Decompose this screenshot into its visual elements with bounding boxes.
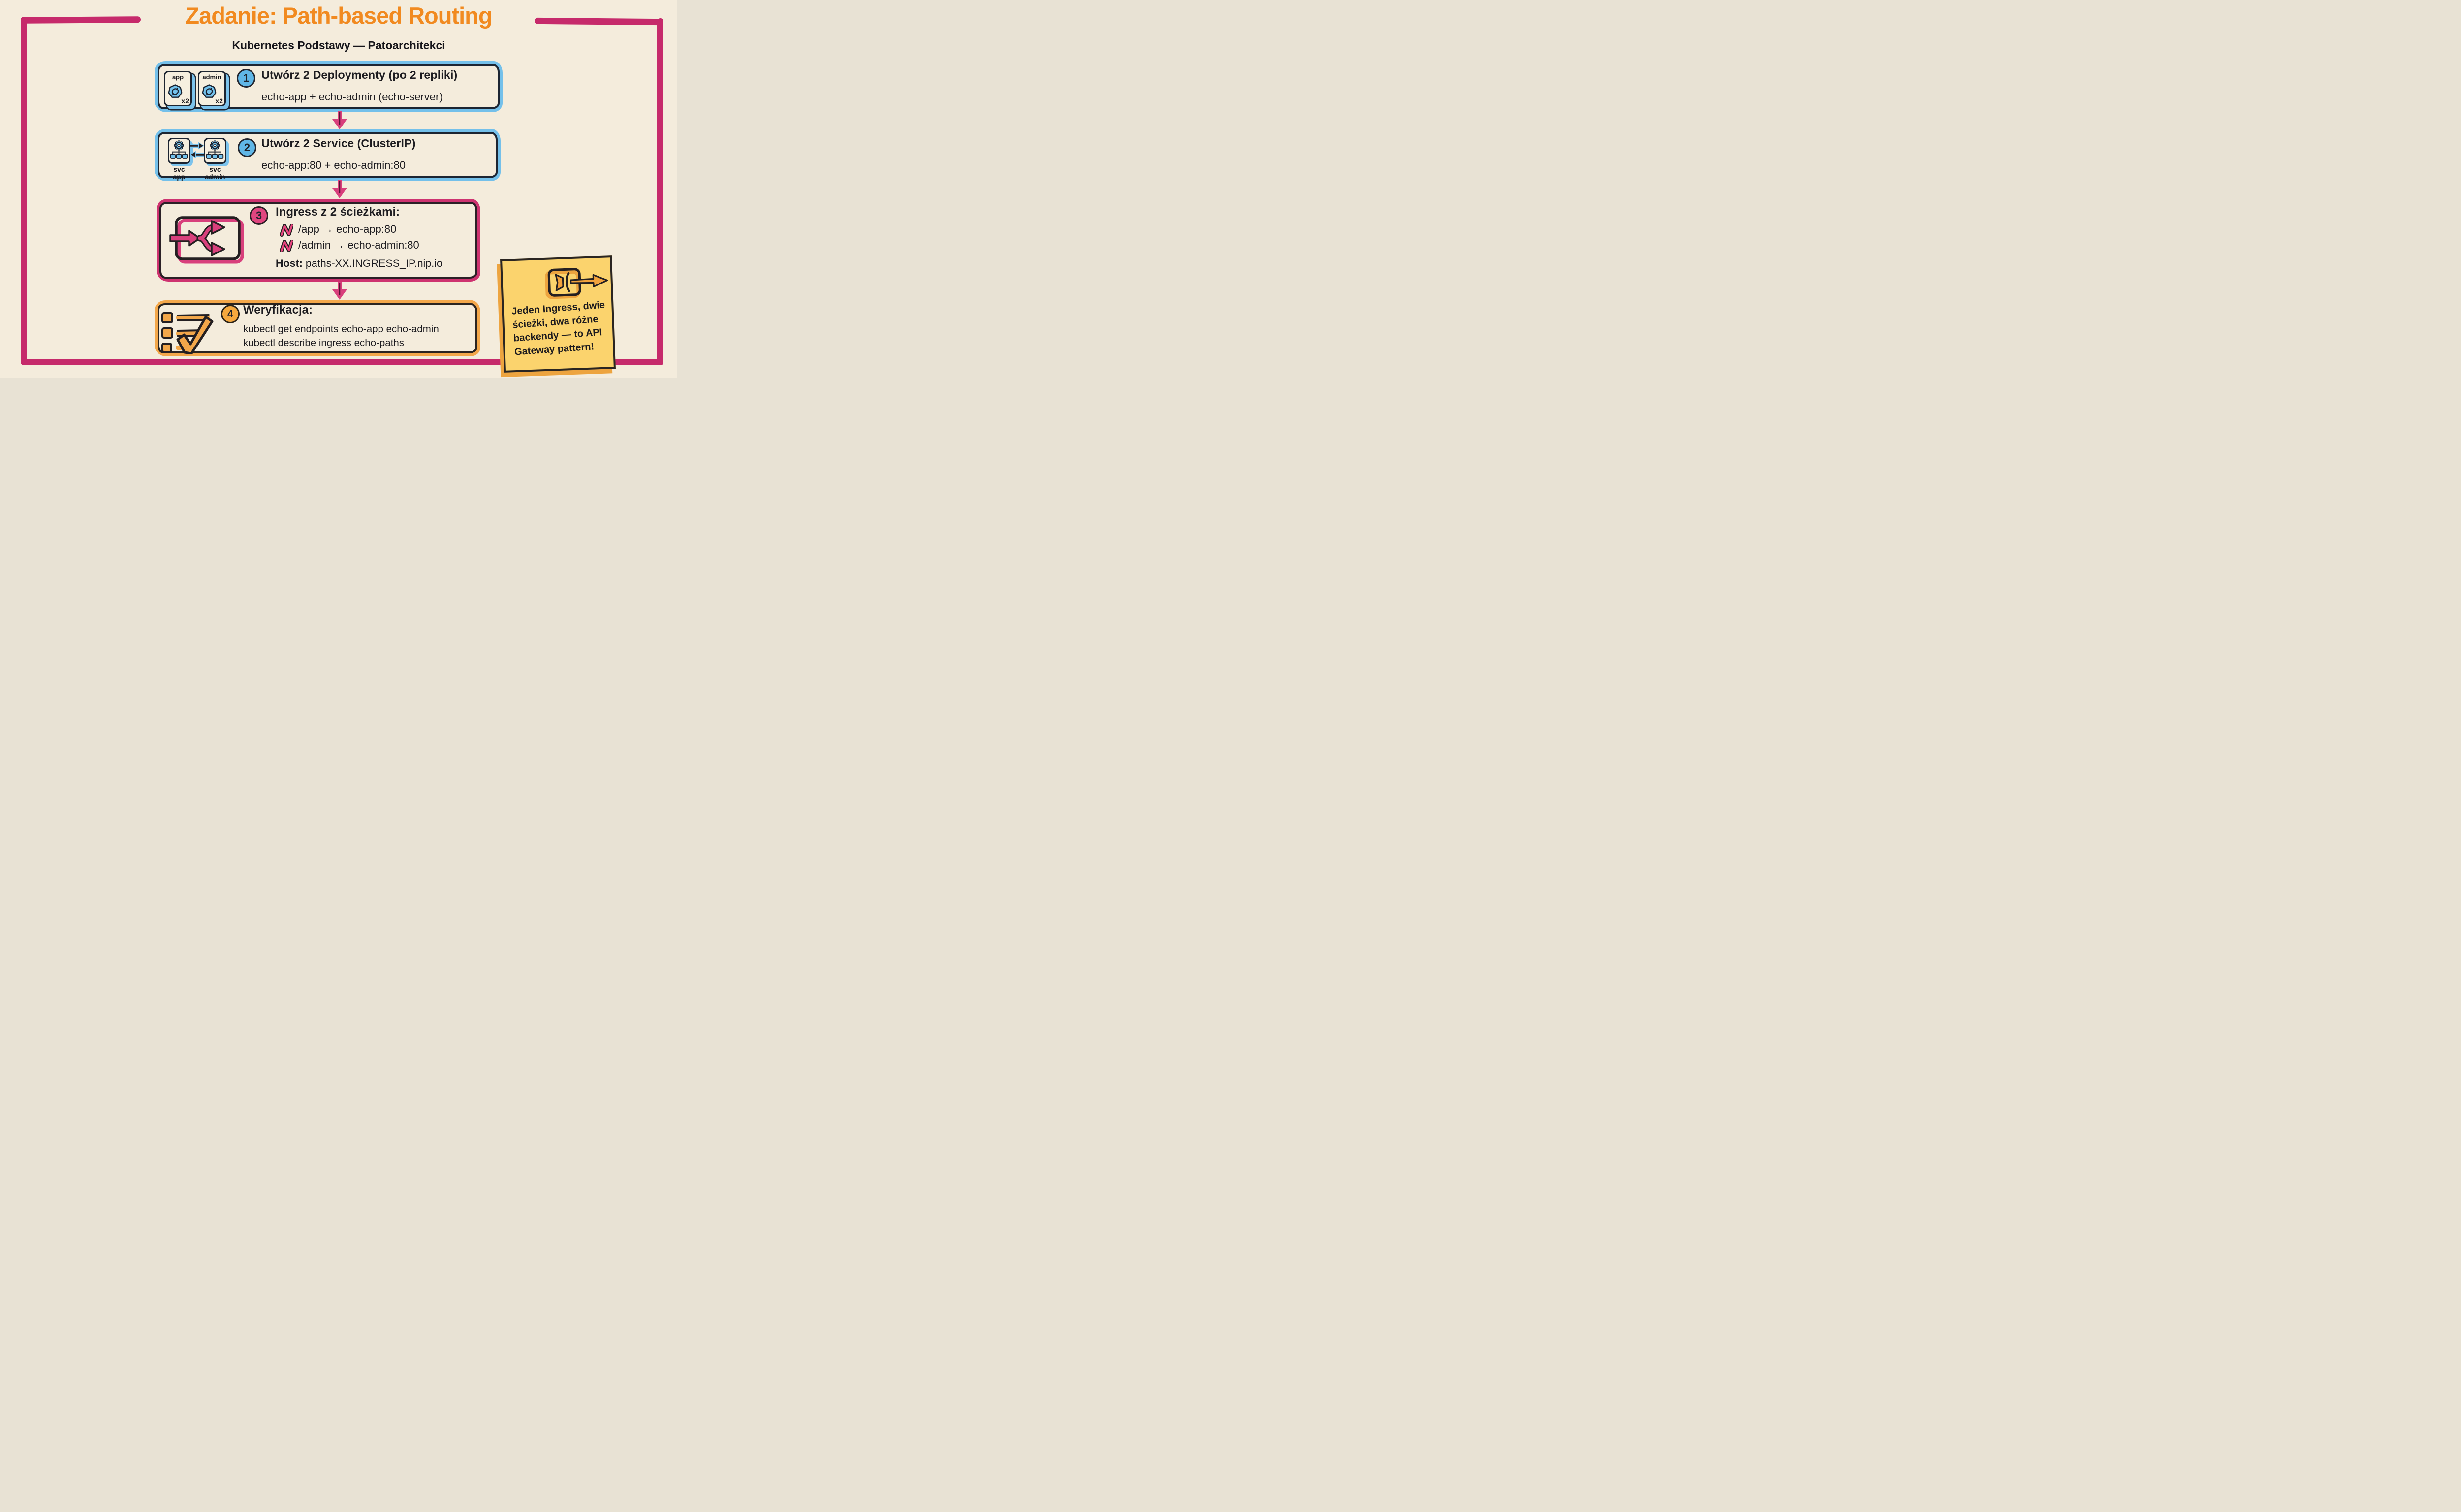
ingress-gateway-icon (544, 268, 608, 299)
service-icon (170, 140, 188, 159)
step1-title: Utwórz 2 Deploymenty (po 2 repliki) (261, 68, 458, 81)
deployment-card-app: app x2 (164, 71, 192, 106)
step4-command-2: kubectl describe ingress echo-paths (243, 337, 405, 348)
deployment-card-admin-replicas: x2 (215, 97, 223, 105)
step1-number: 1 (243, 72, 250, 84)
arrow-down-icon (332, 180, 347, 198)
arrow-down-icon (332, 282, 347, 300)
step1-subtitle: echo-app + echo-admin (echo-server) (261, 91, 443, 103)
infographic-canvas: Zadanie: Path-based Routing Kubernetes P… (0, 0, 677, 378)
frame-left-border (21, 17, 27, 365)
deployment-card-admin-label: admin (202, 73, 221, 81)
step4-title: Weryfikacja: (243, 303, 313, 316)
step3-number-badge: 3 (250, 206, 268, 225)
host-label: Host: (276, 257, 303, 269)
step2-title: Utwórz 2 Service (ClusterIP) (261, 137, 416, 150)
step2-number-badge: 2 (238, 138, 256, 157)
endpoints-tree-icon (206, 150, 224, 159)
service-app-icon-box (168, 138, 190, 164)
sync-heptagon-icon (202, 84, 217, 98)
service-admin-label-line1: svc (209, 165, 221, 173)
check-icon (176, 315, 214, 354)
service-admin-label-line2: admin (205, 173, 225, 181)
frame-right-border (657, 18, 663, 365)
step3-title: Ingress z 2 ścieżkami: (276, 205, 400, 219)
deployment-card-app-replicas: x2 (181, 97, 189, 105)
step3-host-line: Host: paths-XX.INGRESS_IP.nip.io (276, 257, 442, 270)
service-app-label-line2: app (173, 173, 186, 181)
step4-inner (158, 303, 477, 353)
step2-subtitle: echo-app:80 + echo-admin:80 (261, 159, 406, 171)
step4-command-1: kubectl get endpoints echo-app echo-admi… (243, 323, 439, 335)
step3-number: 3 (255, 209, 262, 221)
host-value: paths-XX.INGRESS_IP.nip.io (302, 257, 442, 269)
checklist-icon (161, 312, 214, 354)
endpoints-tree-icon (170, 150, 188, 159)
step4-number: 4 (227, 308, 234, 320)
service-app-label: svc app (164, 166, 194, 181)
service-icon (206, 140, 224, 159)
page-subtitle: Kubernetes Podstawy — Patoarchitekci (232, 39, 445, 52)
service-app-label-line1: svc (173, 165, 185, 173)
deployment-card-admin: admin x2 (198, 71, 226, 106)
service-admin-icon-box (204, 138, 226, 164)
service-admin-label: svc admin (200, 166, 230, 181)
note-text: Jeden Ingress, dwie ścieżki, dwa różne b… (511, 298, 613, 359)
route-path-icon (280, 240, 293, 252)
ingress-fork-icon (169, 216, 244, 264)
step3-box (157, 199, 480, 282)
deployment-card-app-label: app (172, 73, 184, 81)
step1-number-badge: 1 (237, 69, 255, 88)
arrow-down-icon (332, 111, 347, 129)
step3-path2: /admin → echo-admin:80 (298, 239, 419, 251)
arrow-left-icon (190, 151, 204, 158)
service-exchange-arrows-icon (190, 142, 204, 158)
step3-path1: /app → echo-app:80 (298, 223, 397, 235)
step2-number: 2 (244, 141, 251, 154)
route-path-icon (280, 224, 293, 237)
arrow-right-icon (190, 142, 204, 150)
sticky-note: Jeden Ingress, dwie ścieżki, dwa różne b… (500, 255, 616, 373)
step3-inner (159, 202, 477, 279)
step4-number-badge: 4 (221, 305, 240, 323)
sync-heptagon-icon (168, 84, 183, 98)
page-title: Zadanie: Path-based Routing (185, 2, 492, 29)
frame-bottom-border (21, 359, 663, 365)
